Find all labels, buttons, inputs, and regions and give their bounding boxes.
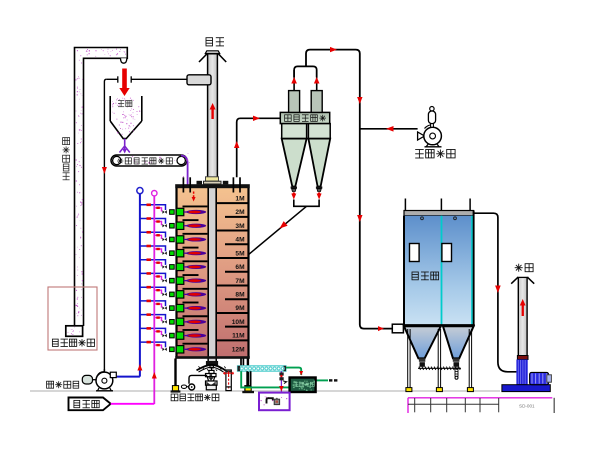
svg-text:1M: 1M (235, 195, 245, 202)
svg-text:8M: 8M (235, 292, 245, 299)
svg-text:7M: 7M (235, 278, 245, 285)
svg-text:3M: 3M (235, 223, 245, 230)
svg-text:12M: 12M (232, 346, 245, 353)
svg-text:4M: 4M (235, 237, 245, 244)
svg-text:2M: 2M (235, 209, 245, 216)
svg-text:10M: 10M (232, 319, 245, 326)
svg-text:6M: 6M (235, 264, 245, 271)
svg-text:SD-001: SD-001 (519, 404, 535, 409)
svg-text:9M: 9M (235, 305, 245, 312)
svg-text:11M: 11M (232, 333, 245, 340)
svg-text:5M: 5M (235, 250, 245, 257)
